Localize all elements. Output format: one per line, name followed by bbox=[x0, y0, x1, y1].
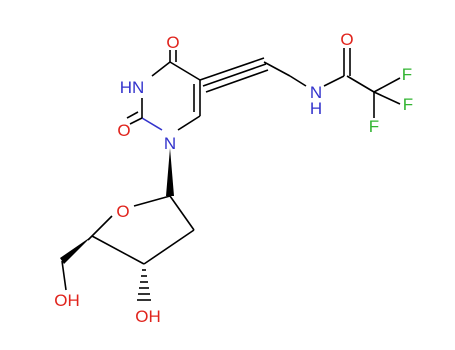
uracil-ring-bonds bbox=[126, 50, 201, 131]
bond-c5-oh bbox=[61, 260, 67, 291]
bond-cf3-f2 bbox=[373, 91, 401, 105]
bond-cf3-f1 bbox=[373, 77, 401, 93]
bond-n3-c4 bbox=[151, 61, 171, 77]
bond-c3-c4 bbox=[91, 235, 145, 265]
triple-bond-3 bbox=[205, 69, 269, 93]
atom-labels: O HN O N N H O F F F O OH OH bbox=[54, 30, 413, 326]
propynyl-linker-bonds bbox=[199, 48, 401, 118]
atom-f1: F bbox=[402, 65, 412, 84]
wedge-n1-c1prime bbox=[166, 148, 174, 196]
triple-bond-1 bbox=[199, 57, 265, 81]
bond-c2-o bbox=[129, 117, 143, 125]
bond-c6-n1 bbox=[177, 115, 201, 131]
bond-ch2-nh bbox=[289, 75, 307, 87]
bond-nh-co bbox=[323, 75, 345, 87]
atom-nh-n3: HN bbox=[120, 78, 145, 97]
bond-c1-o4 bbox=[133, 195, 171, 207]
triple-bond-2 bbox=[202, 63, 267, 87]
atom-oh-c5: OH bbox=[54, 291, 80, 310]
atom-o-c2: O bbox=[117, 121, 130, 140]
bond-c1-c2 bbox=[169, 195, 195, 231]
bond-n1-c2 bbox=[141, 117, 163, 131]
atom-n-amide: N bbox=[310, 83, 322, 102]
atom-o-c4: O bbox=[166, 33, 179, 52]
wedge-c4-c5 bbox=[60, 236, 92, 264]
bond-c-cf3 bbox=[346, 75, 375, 93]
atom-n1: N bbox=[164, 134, 176, 153]
bond-ch2 bbox=[263, 61, 291, 77]
hash-c3-oh bbox=[137, 269, 151, 301]
atom-o-ring: O bbox=[116, 202, 129, 221]
bond-c4-c5 bbox=[169, 61, 201, 81]
atom-f3: F bbox=[369, 117, 379, 136]
atom-f2: F bbox=[403, 95, 413, 114]
bond-c2-c3 bbox=[143, 229, 195, 265]
bond-c2-o-b bbox=[126, 111, 139, 119]
sugar-ring-bonds bbox=[60, 148, 195, 301]
atom-h-amide: H bbox=[310, 99, 322, 118]
atom-oh-c3: OH bbox=[135, 307, 161, 326]
atom-o-amide: O bbox=[340, 30, 353, 49]
